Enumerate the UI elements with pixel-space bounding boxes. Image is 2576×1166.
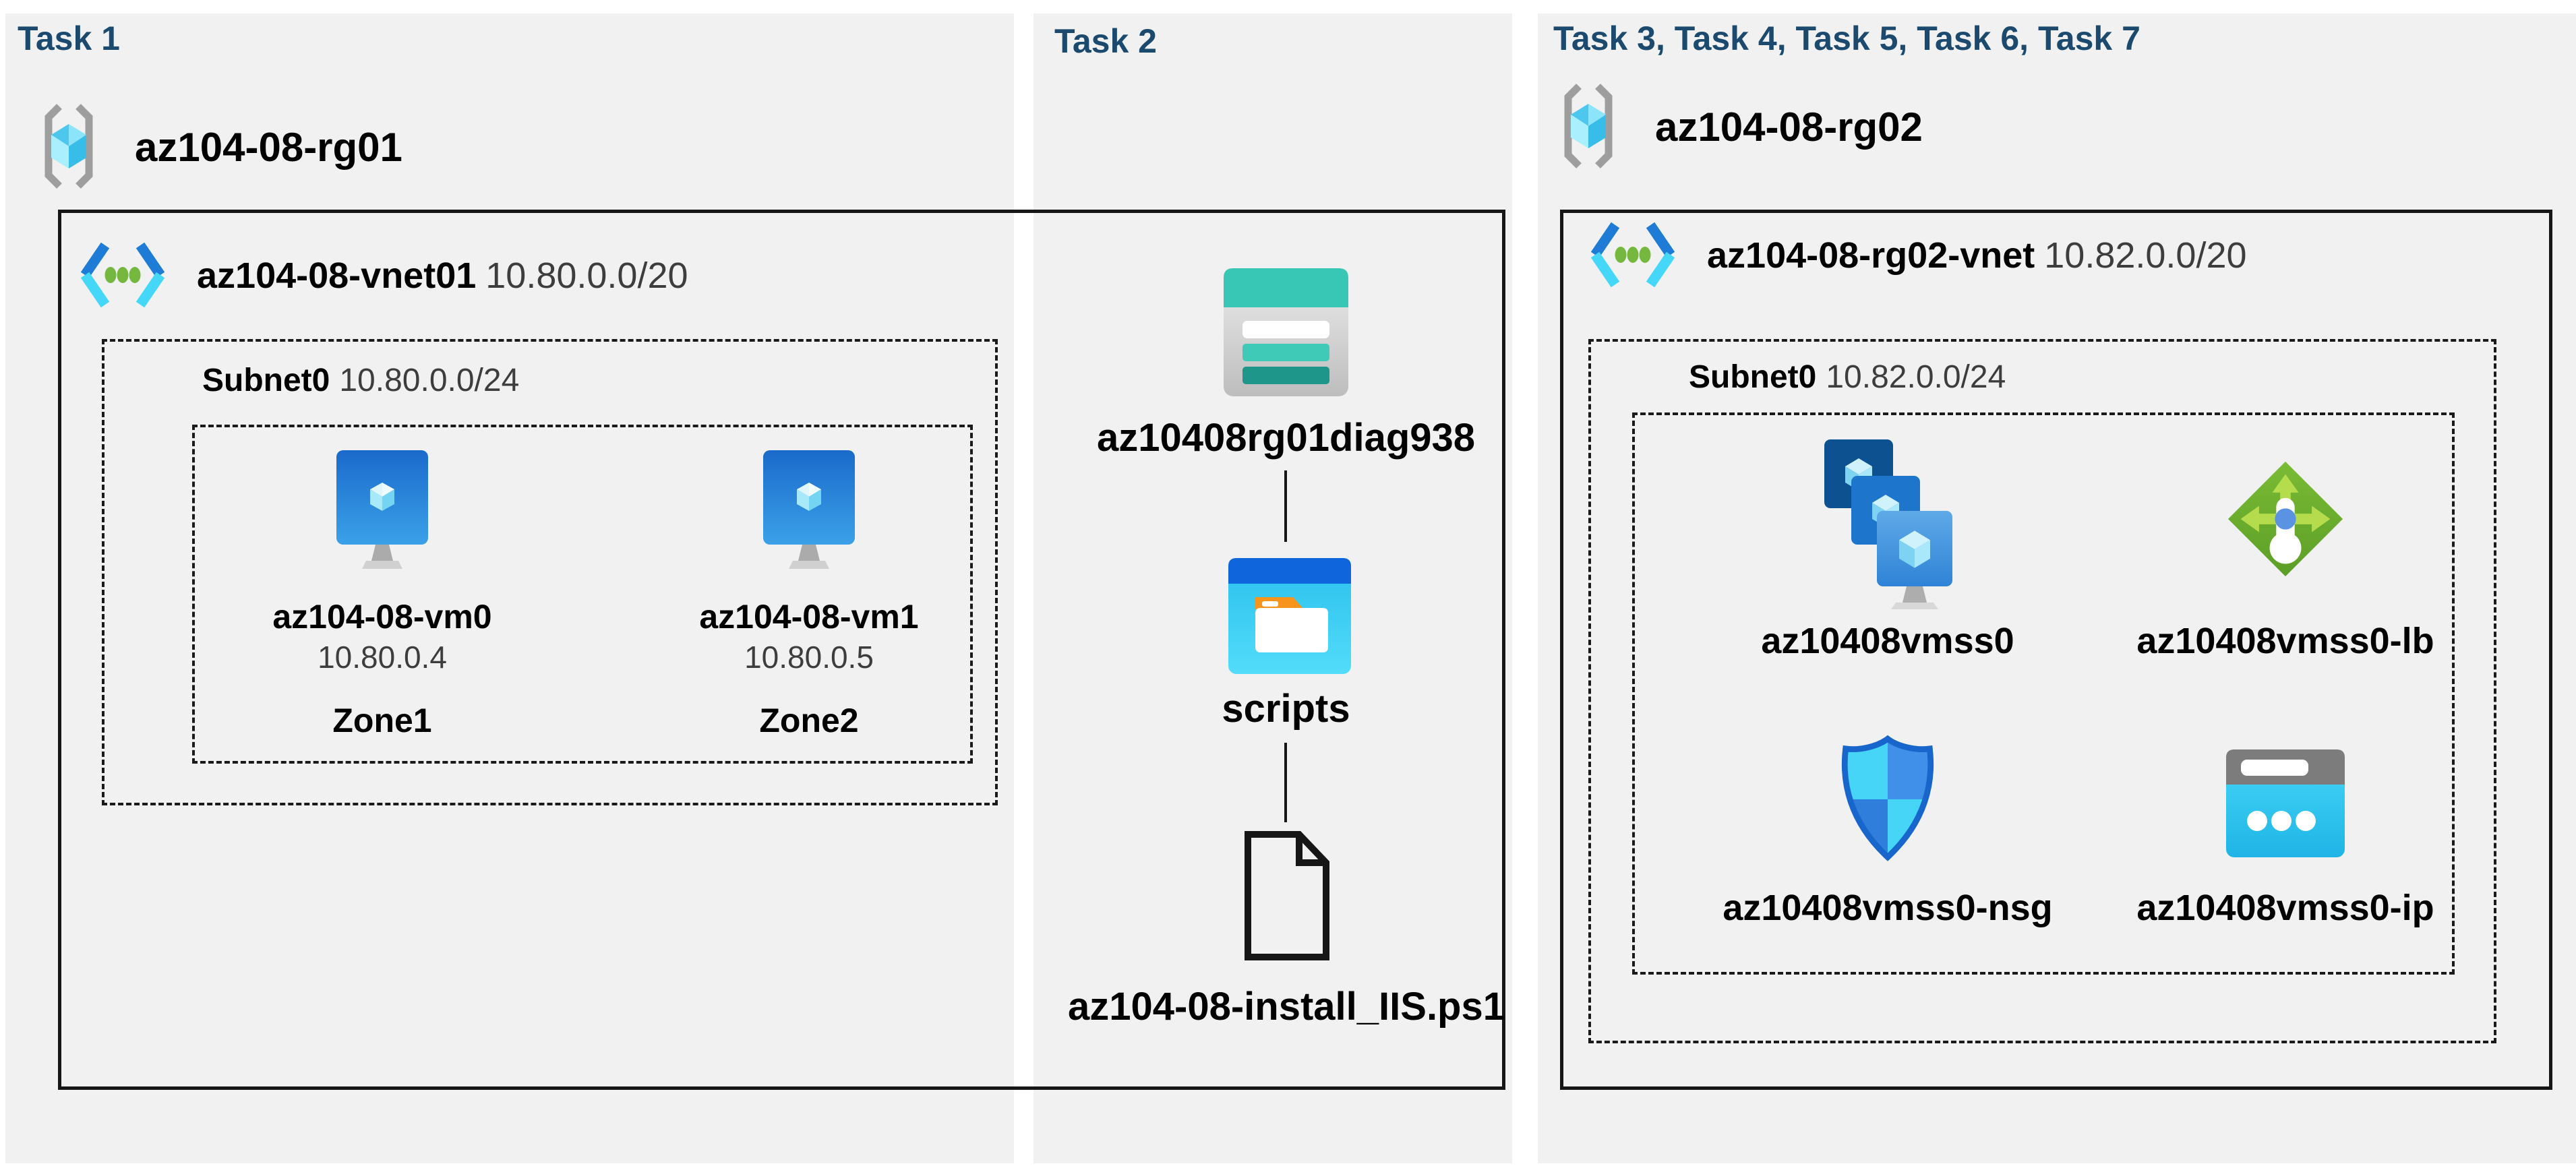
connector-line [1284,743,1287,822]
vmss-resources-box [1632,412,2455,975]
container-label: scripts [1222,687,1350,731]
vnet-cidr: 10.80.0.0/20 [485,255,688,296]
virtual-machine-icon [763,450,855,569]
subnet-cidr: 10.82.0.0/24 [1826,359,2006,395]
resource-group-label: az104-08-rg01 [135,125,402,170]
virtual-machine-icon [336,450,428,569]
vm-name: az104-08-vm1 [699,598,919,636]
load-balancer-icon [2227,461,2343,577]
vnet-name: az104-08-rg02-vnet [1707,235,2035,276]
vnet2-box [1560,210,2552,1090]
subnet1-box [102,339,998,805]
vm-scale-set-icon [1824,439,1952,609]
public-ip-label: az10408vmss0-ip [2136,888,2434,928]
resource-group-label: az104-08-rg02 [1655,104,1923,150]
storage-account-label: az10408rg01diag938 [1096,416,1476,460]
script-file-icon [1245,831,1329,960]
blob-container-icon [1228,558,1351,674]
load-balancer-label: az10408vmss0-lb [2136,621,2434,661]
task3-title: Task 3, Task 4, Task 5, Task 6, Task 7 [1553,20,2140,57]
vnet1-box [58,210,1505,1090]
task2-title: Task 2 [1054,22,1157,60]
network-security-group-icon [1841,735,1934,861]
vm-name: az104-08-vm0 [272,598,492,636]
subnet-cidr: 10.80.0.0/24 [339,363,520,398]
task1-title: Task 1 [18,20,120,57]
vnet-name: az104-08-vnet01 [197,255,477,296]
storage-account-icon [1224,268,1348,396]
vmss-label: az10408vmss0 [1761,621,2014,661]
virtual-network-icon [1590,222,1675,288]
nsg-label: az10408vmss0-nsg [1723,888,2053,928]
vnet-cidr: 10.82.0.0/20 [2044,235,2247,276]
vm-zone: Zone1 [332,702,432,739]
vm-ip: 10.80.0.4 [318,640,447,675]
resource-group-icon [44,104,93,189]
connector-line [1284,470,1287,542]
resource-group-icon [1564,84,1613,168]
panel-task3 [1538,13,2576,1163]
zones-box [192,425,973,764]
subnet-name: Subnet0 [1689,359,1817,395]
panel-task1 [5,13,1014,1163]
script-file-label: az104-08-install_IIS.ps1 [1068,985,1505,1029]
vm-zone: Zone2 [759,702,859,739]
subnet2-box [1588,339,2496,1043]
virtual-network-icon [80,242,165,308]
public-ip-icon [2226,749,2345,857]
subnet-label: Subnet0 10.80.0.0/24 [202,362,519,399]
subnet-name: Subnet0 [202,363,330,398]
vm-ip: 10.80.0.5 [744,640,874,675]
